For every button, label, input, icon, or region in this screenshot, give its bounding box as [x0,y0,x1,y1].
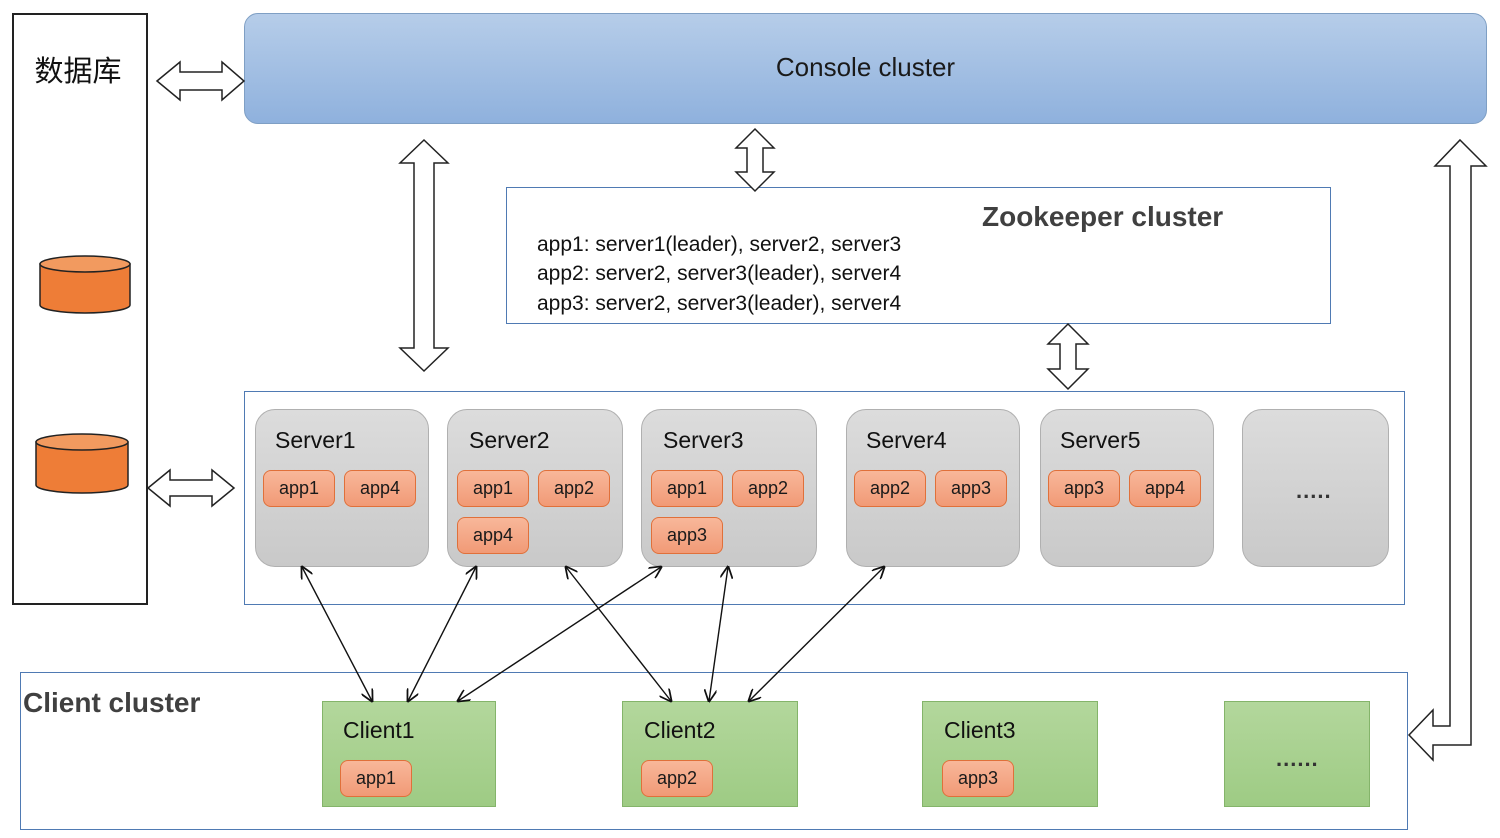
database-title: 数据库 [34,54,122,88]
app-chip: app3 [651,517,723,554]
server-label: Server4 [866,427,947,453]
server-more [1242,409,1389,567]
server-more-label: ..... [1296,478,1332,503]
double-arrow-icon [146,468,236,508]
client-cluster-title: Client cluster [23,687,201,718]
server-label: Server5 [1060,427,1141,453]
zookeeper-line: app1: server1(leader), server2, server3 [537,233,902,256]
zookeeper-cluster [506,187,1331,324]
client-label: Client1 [343,717,415,743]
app-chip: app1 [457,470,529,507]
server-label: Server3 [663,427,744,453]
app-chip: app1 [263,470,335,507]
elbow-arrow-icon [1407,138,1488,762]
server-label: Server2 [469,427,550,453]
database-panel [12,13,148,605]
app-chip: app3 [1048,470,1120,507]
client-label: Client3 [944,717,1016,743]
zookeeper-title: Zookeeper cluster [982,201,1224,232]
client-more-label: ...... [1276,746,1319,771]
app-chip: app4 [457,517,529,554]
console-cluster [244,13,1487,124]
app-chip: app1 [651,470,723,507]
app-chip: app2 [732,470,804,507]
app-chip: app3 [935,470,1007,507]
double-arrow-icon [1046,322,1090,391]
app-chip: app1 [340,760,412,797]
double-arrow-icon [398,138,450,373]
client-label: Client2 [644,717,716,743]
zookeeper-line: app3: server2, server3(leader), server4 [537,292,902,315]
double-arrow-icon [734,127,776,193]
app-chip: app4 [1129,470,1201,507]
app-chip: app2 [641,760,713,797]
double-arrow-icon [155,60,246,102]
app-chip: app2 [538,470,610,507]
client-more [1224,701,1370,807]
server-label: Server1 [275,427,356,453]
zookeeper-line: app2: server2, server3(leader), server4 [537,262,902,285]
app-chip: app3 [942,760,1014,797]
app-chip: app2 [854,470,926,507]
console-cluster-label: Console cluster [775,52,956,82]
app-chip: app4 [344,470,416,507]
